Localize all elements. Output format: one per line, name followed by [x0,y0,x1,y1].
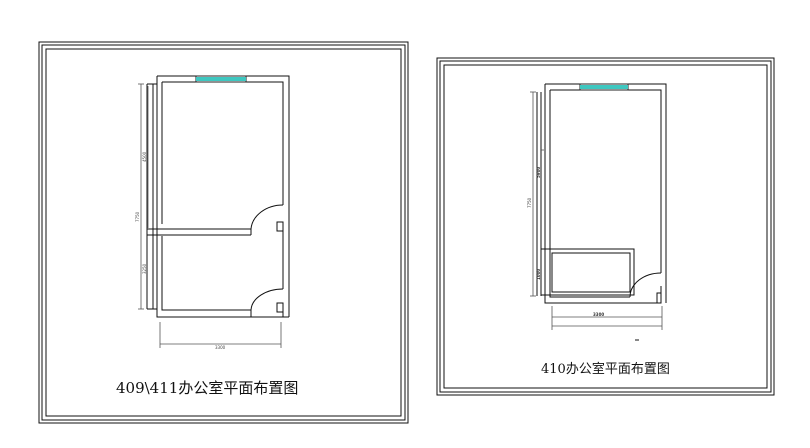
dim-height: 5900 [536,167,541,178]
dim-cabinet: 1000 [536,269,541,280]
sheet-frame-410 [436,57,775,396]
dim-width: 3300 [593,312,604,317]
plan-caption-410: 410办公室平面布置图 [541,362,670,377]
plan-caption-409-411: 409\411办公室平面布置图 [116,379,299,397]
sheet-frame-409-411 [38,41,409,424]
dim-lower-room: 3250 [142,263,147,274]
dim-overall-height: 7750 [527,197,532,208]
dim-overall-height: 7750 [135,211,140,222]
dim-upper-room: 4500 [142,151,147,162]
floor-plan-409-411 [138,75,290,348]
dim-width: 3300 [215,345,226,350]
floor-plan-410 [530,83,667,341]
